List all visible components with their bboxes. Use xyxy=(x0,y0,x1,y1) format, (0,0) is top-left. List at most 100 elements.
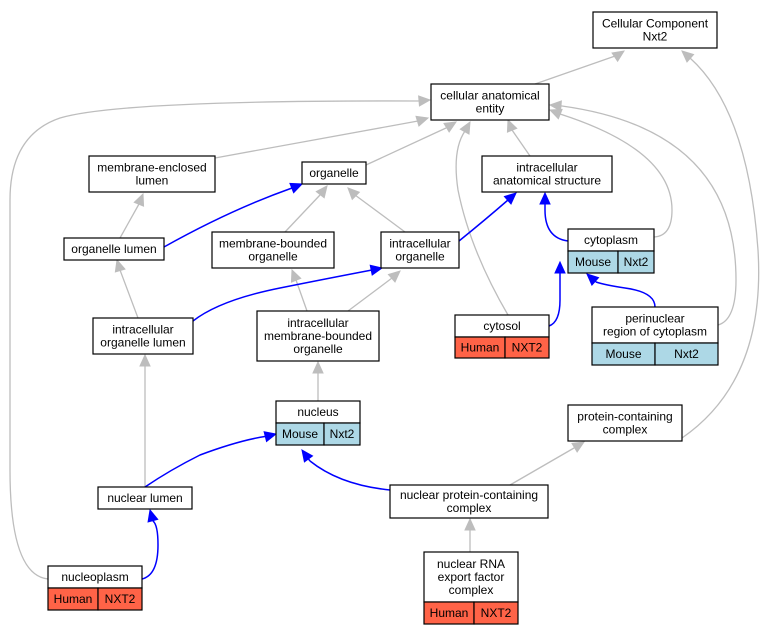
arrowhead-npcc-to-nuc xyxy=(301,449,314,463)
node-box xyxy=(63,237,165,261)
node-box xyxy=(380,231,460,269)
node-label-line: organelle lumen xyxy=(71,242,156,256)
node-label-line: organelle xyxy=(293,342,343,356)
node-box xyxy=(389,484,549,519)
node-label-line: anatomical structure xyxy=(493,174,601,188)
arrowhead-imbo-to-mbo xyxy=(290,268,302,283)
species-tag-label: Nxt2 xyxy=(330,427,355,441)
node-label-line: organelle xyxy=(395,250,445,264)
edge-cyt-to-ias xyxy=(544,203,569,242)
arrowhead-io-to-org xyxy=(347,187,361,201)
node-label-line: complex xyxy=(603,423,648,437)
edge-prc-to-cae xyxy=(561,105,737,326)
arrowhead-ol-to-mel xyxy=(133,192,145,207)
node-box xyxy=(301,161,367,185)
arrowhead-mel-to-cae xyxy=(415,115,430,127)
node-label-line: membrane-bounded xyxy=(264,329,372,343)
node-organelle-lumen[interactable]: organelle lumen xyxy=(63,237,165,261)
arrowhead-iol-to-io xyxy=(369,264,384,276)
arrowhead-nl-to-nuc xyxy=(263,431,278,443)
edge-ol-to-org xyxy=(163,187,293,248)
arrowhead-cytosol-to-cae xyxy=(459,120,471,135)
edge-nl-to-nuc xyxy=(144,435,269,488)
arrowhead-prc-to-cae xyxy=(548,100,562,112)
species-tag-label: Nxt2 xyxy=(674,347,699,361)
edge-cytosol-to-cyt xyxy=(548,273,561,327)
node-label-line: membrane-enclosed xyxy=(97,161,206,175)
species-tag-label: NXT2 xyxy=(481,606,512,620)
node-label-line: cytosol xyxy=(483,319,520,333)
edge-np-to-nl xyxy=(141,520,159,580)
edge-mel-to-cae xyxy=(214,120,419,159)
node-label-line: export factor xyxy=(438,570,505,584)
arrowhead-io-to-ias xyxy=(503,192,517,205)
node-box xyxy=(92,317,194,355)
node-label-line: organelle xyxy=(248,250,298,264)
node-label-line: complex xyxy=(449,583,494,597)
species-tag-label: Nxt2 xyxy=(624,255,649,269)
species-tag-box xyxy=(504,336,550,359)
node-label-line: region of cytoplasm xyxy=(603,325,707,339)
arrowhead-org-to-cae xyxy=(443,121,458,133)
species-tag-box xyxy=(473,601,519,625)
node-label-line: Cellular Component xyxy=(602,17,709,31)
node-label-line: cellular anatomical xyxy=(440,89,539,103)
species-tag-box xyxy=(323,422,361,446)
edge-npcc-to-pcc xyxy=(509,447,575,486)
node-label-line: entity xyxy=(476,102,505,116)
arrowhead-cyt-to-cae xyxy=(548,108,563,120)
node-label-line: Nxt2 xyxy=(643,30,668,44)
node-label-line: complex xyxy=(447,501,492,515)
arrowhead-prc-to-cyt xyxy=(586,273,600,286)
species-tag-label: Mouse xyxy=(605,347,641,361)
edge-iol-to-io xyxy=(192,269,373,322)
arrowhead-nl-to-iol xyxy=(139,353,151,367)
node-box xyxy=(430,83,550,121)
node-box xyxy=(592,11,718,49)
node-label-line: intracellular xyxy=(516,161,577,175)
edge-ias-to-cae xyxy=(511,129,531,157)
node-organelle[interactable]: organelle xyxy=(301,161,367,185)
species-tag-box xyxy=(97,587,143,611)
edge-cytosol-to-cae xyxy=(455,130,509,316)
arrowhead-np-to-nl xyxy=(147,508,159,523)
node-label-line: intracellular xyxy=(287,316,348,330)
node-label-line: intracellular xyxy=(389,237,450,251)
node-label-line: nuclear protein-containing xyxy=(400,488,538,502)
edge-io-to-org xyxy=(354,194,406,233)
edge-pcc-to-cc xyxy=(681,57,760,439)
node-label-line: organelle lumen xyxy=(100,336,185,350)
edges-layer xyxy=(9,50,760,580)
arrowhead-np-to-cae xyxy=(418,95,432,107)
edge-npcc-to-nuc xyxy=(309,460,391,491)
edge-imbo-to-io xyxy=(347,277,393,312)
node-box xyxy=(97,486,193,510)
edge-cae-to-cc xyxy=(534,54,619,85)
edge-iol-to-ol xyxy=(119,269,139,319)
node-label-line: perinuclear xyxy=(625,312,684,326)
node-label-line: cytoplasm xyxy=(584,233,638,247)
node-box xyxy=(211,231,335,269)
node-box xyxy=(591,306,719,344)
node-box xyxy=(423,551,519,603)
node-nuclear-lumen[interactable]: nuclear lumen xyxy=(97,486,193,510)
node-label-line: protein-containing xyxy=(577,410,672,424)
